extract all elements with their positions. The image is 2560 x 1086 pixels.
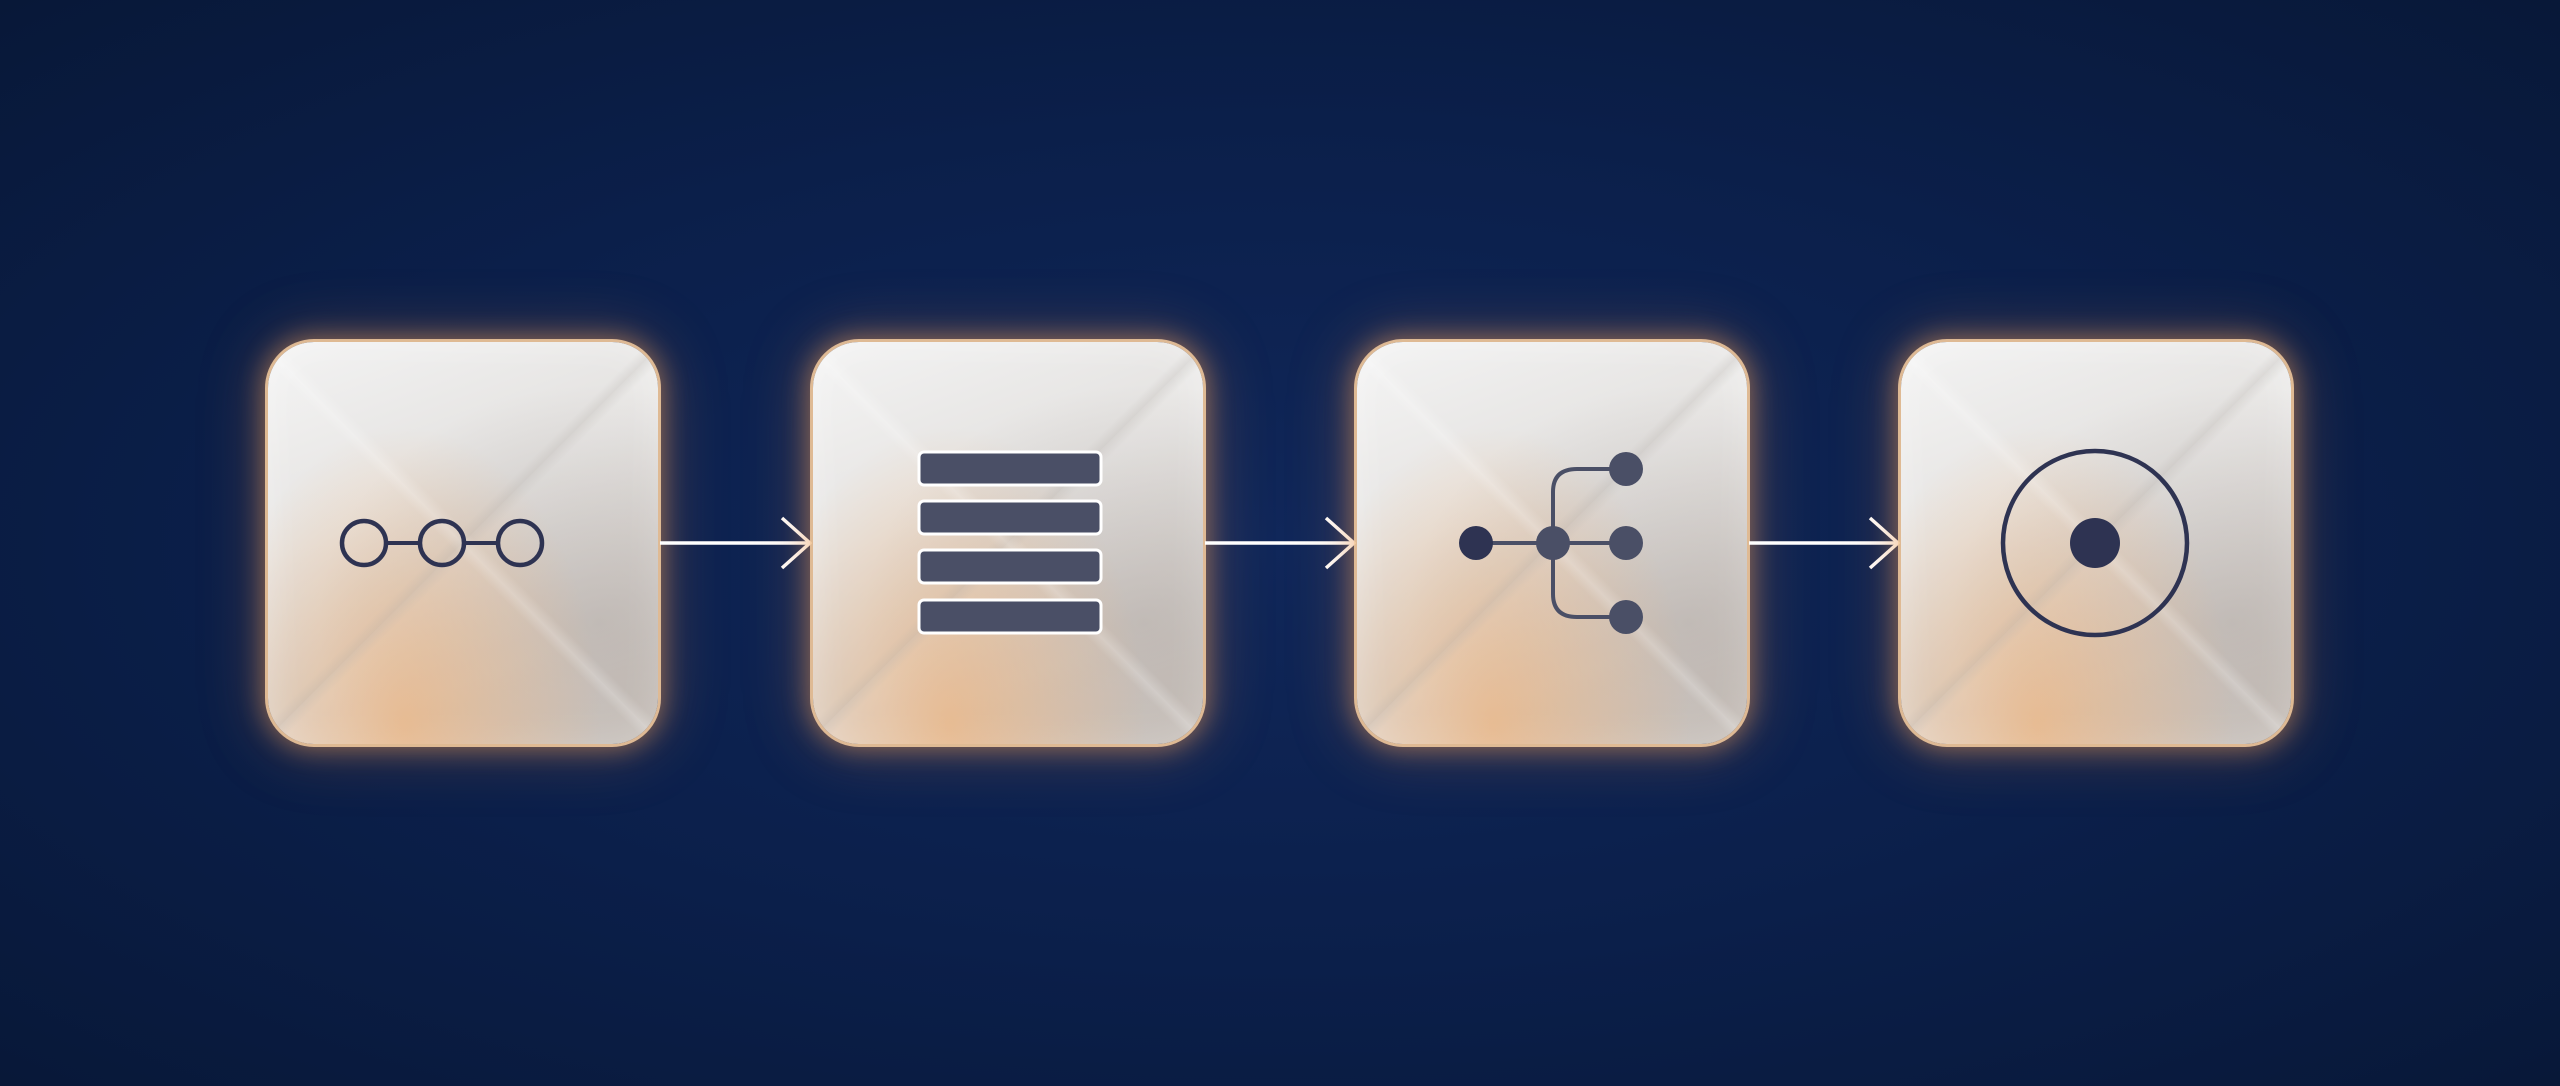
flow-arrow-1: [660, 516, 815, 570]
arrow-right-icon: [1749, 516, 1900, 570]
flow-arrow-2: [1205, 516, 1359, 570]
flow-arrow-3: [1749, 516, 1903, 570]
step-card-1: [268, 342, 658, 744]
arrow-right-icon: [1205, 516, 1356, 570]
target-icon: [2000, 448, 2190, 638]
connected-nodes-icon: [339, 518, 545, 568]
step-card-2: [813, 342, 1203, 744]
arrow-right-icon: [660, 516, 812, 570]
step-card-4: [1901, 342, 2291, 744]
list-rows-icon: [917, 450, 1103, 635]
step-card-3: [1357, 342, 1747, 744]
branching-tree-icon: [1459, 452, 1643, 634]
